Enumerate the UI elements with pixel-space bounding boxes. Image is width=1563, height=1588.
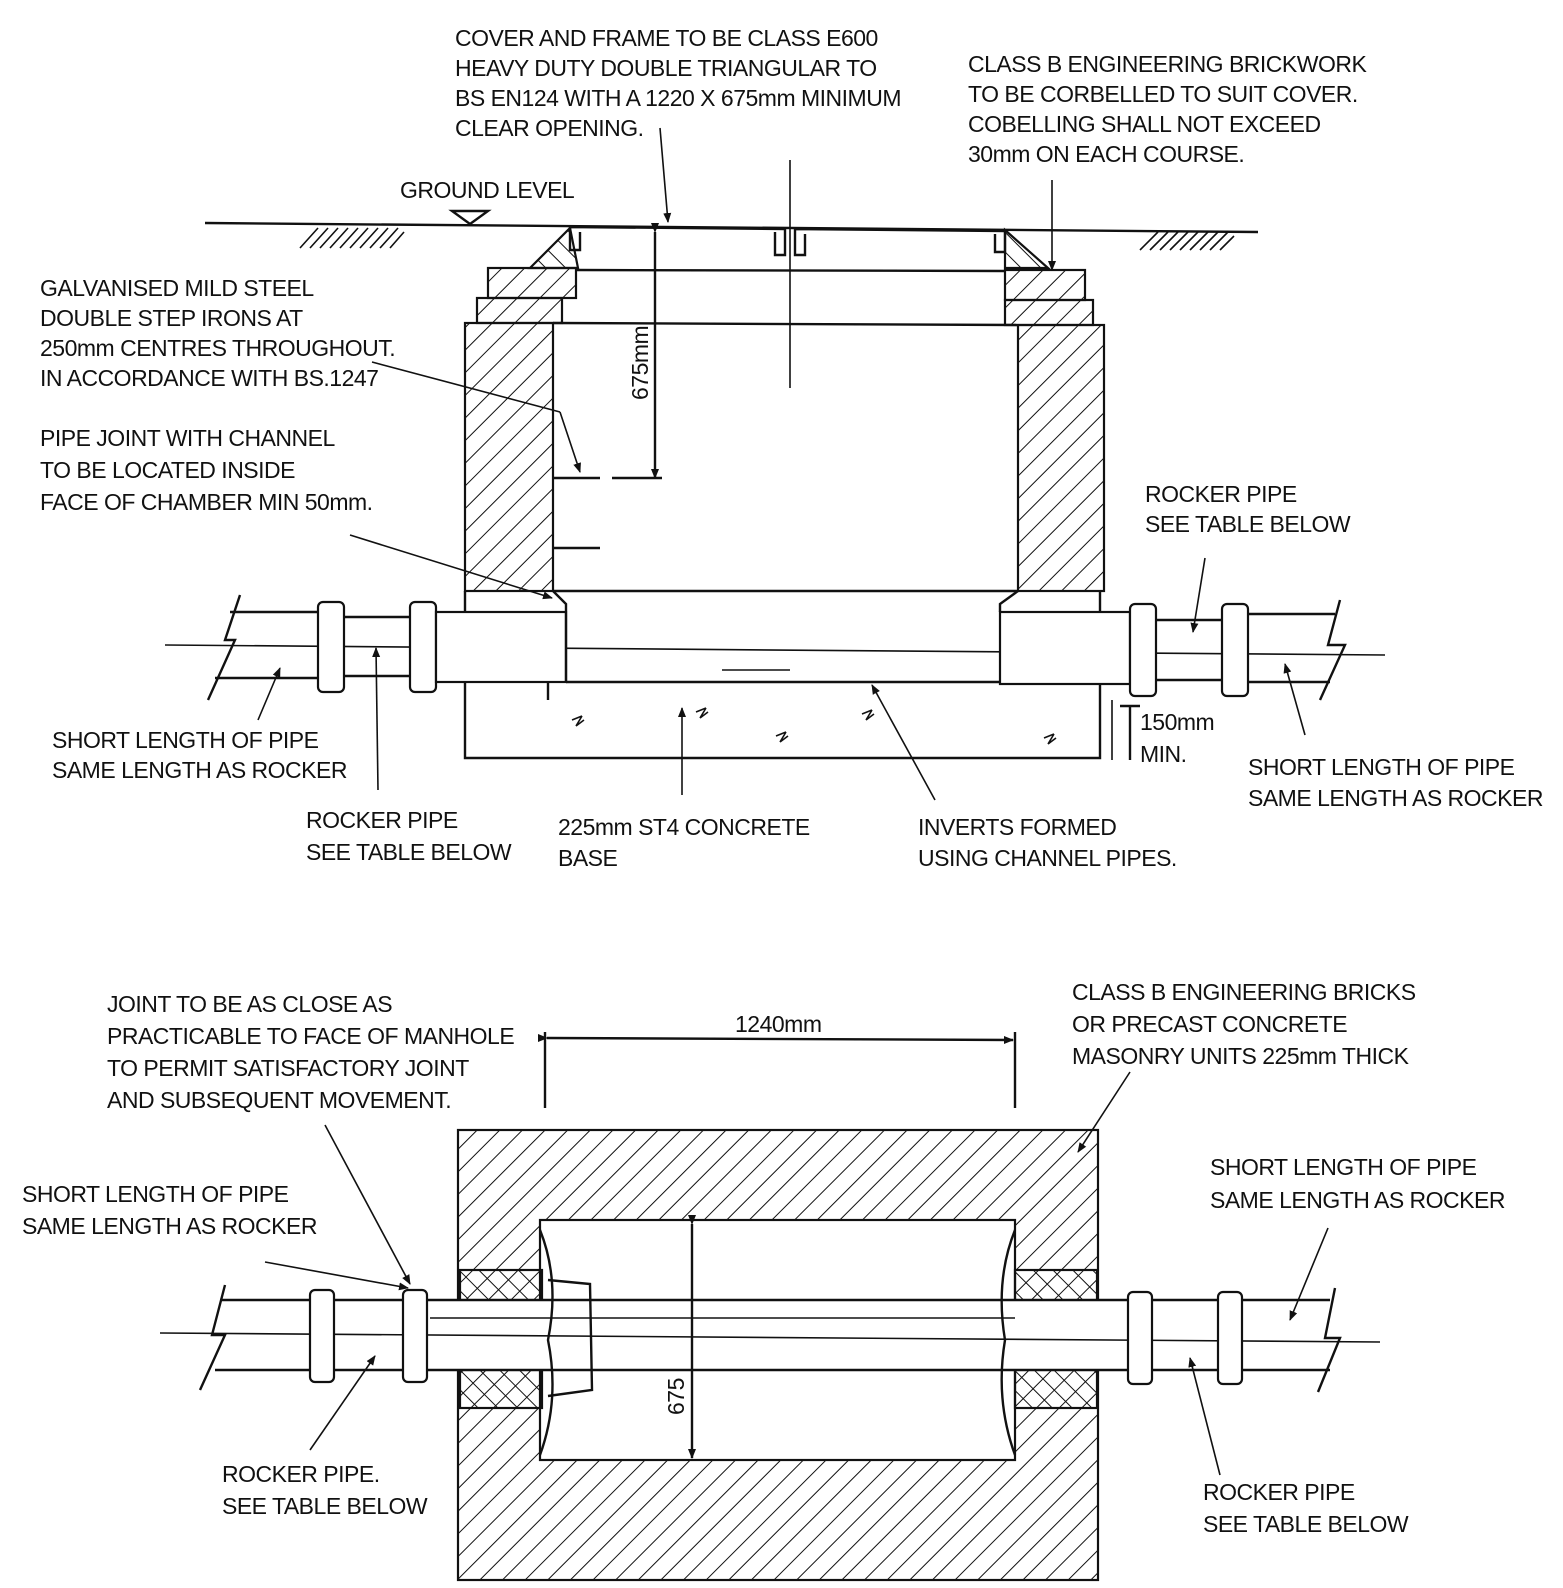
label-bricks: CLASS B ENGINEERING BRICKS OR PRECAST CO… (1072, 979, 1421, 1069)
cover-frame-left (527, 225, 580, 270)
label-dim-675mm: 675mm (627, 326, 653, 400)
corbel-right-1 (1003, 268, 1087, 302)
dim-1240 (537, 1032, 1017, 1108)
label-base: 225mm ST4 CONCRETE BASE (558, 814, 816, 871)
label-plan-short-left: SHORT LENGTH OF PIPE SAME LENGTH AS ROCK… (22, 1181, 317, 1239)
plan-view: JOINT TO BE AS CLOSE AS PRACTICABLE TO F… (22, 979, 1505, 1582)
label-plan-dim-675: 675 (663, 1378, 689, 1415)
plan-leaders (264, 1071, 1329, 1476)
label-short-right: SHORT LENGTH OF PIPE SAME LENGTH AS ROCK… (1248, 754, 1543, 811)
corbel-left-1 (486, 266, 578, 300)
label-plan-rocker-right: ROCKER PIPE SEE TABLE BELOW (1203, 1479, 1409, 1537)
label-plan-rocker-left: ROCKER PIPE. SEE TABLE BELOW (222, 1461, 428, 1519)
cover-left (568, 225, 787, 257)
cover-frame-right (1003, 227, 1051, 270)
label-rocker-right: ROCKER PIPE SEE TABLE BELOW (1145, 481, 1351, 537)
cover-right (793, 227, 1007, 257)
corbel-left-2 (475, 296, 564, 325)
wall-right (1016, 323, 1106, 593)
section-view: COVER AND FRAME TO BE CLASS E600 HEAVY D… (40, 25, 1543, 871)
ground-hatch-left (299, 227, 405, 249)
plan-pipe (159, 1229, 1381, 1456)
label-step-irons: GALVANISED MILD STEEL DOUBLE STEP IRONS … (40, 275, 401, 391)
plan-pipe-seat-left-top (458, 1268, 544, 1304)
label-cover-frame: COVER AND FRAME TO BE CLASS E600 HEAVY D… (455, 25, 907, 141)
section-pipe (164, 590, 1386, 701)
label-ground-level: GROUND LEVEL (400, 177, 575, 203)
plan-pipe-seat-right-bottom (1013, 1366, 1099, 1410)
label-dim-150mm: 150mm MIN. (1140, 709, 1220, 767)
ground-hatch-right (1139, 231, 1235, 251)
label-joint: JOINT TO BE AS CLOSE AS PRACTICABLE TO F… (107, 991, 520, 1113)
plan-pipe-seat-left-bottom (458, 1366, 544, 1410)
dim-150 (1120, 704, 1140, 760)
label-plan-short-right: SHORT LENGTH OF PIPE SAME LENGTH AS ROCK… (1210, 1154, 1505, 1213)
label-rocker-bottom: ROCKER PIPE SEE TABLE BELOW (306, 807, 512, 865)
label-brickwork: CLASS B ENGINEERING BRICKWORK TO BE CORB… (968, 51, 1372, 167)
ground-level-marker (448, 209, 492, 226)
step-irons (553, 476, 662, 550)
section-leaders (257, 127, 1306, 801)
label-inverts: INVERTS FORMED USING CHANNEL PIPES. (918, 814, 1177, 871)
label-dim-1240mm: 1240mm (735, 1011, 821, 1037)
label-short-left: SHORT LENGTH OF PIPE SAME LENGTH AS ROCK… (52, 727, 347, 783)
label-pipe-joint: PIPE JOINT WITH CHANNEL TO BE LOCATED IN… (40, 425, 373, 515)
plan-pipe-seat-right-top (1013, 1268, 1099, 1304)
wall-left (463, 321, 555, 593)
corbel-right-2 (1003, 298, 1095, 327)
concrete-specks (571, 707, 1057, 745)
